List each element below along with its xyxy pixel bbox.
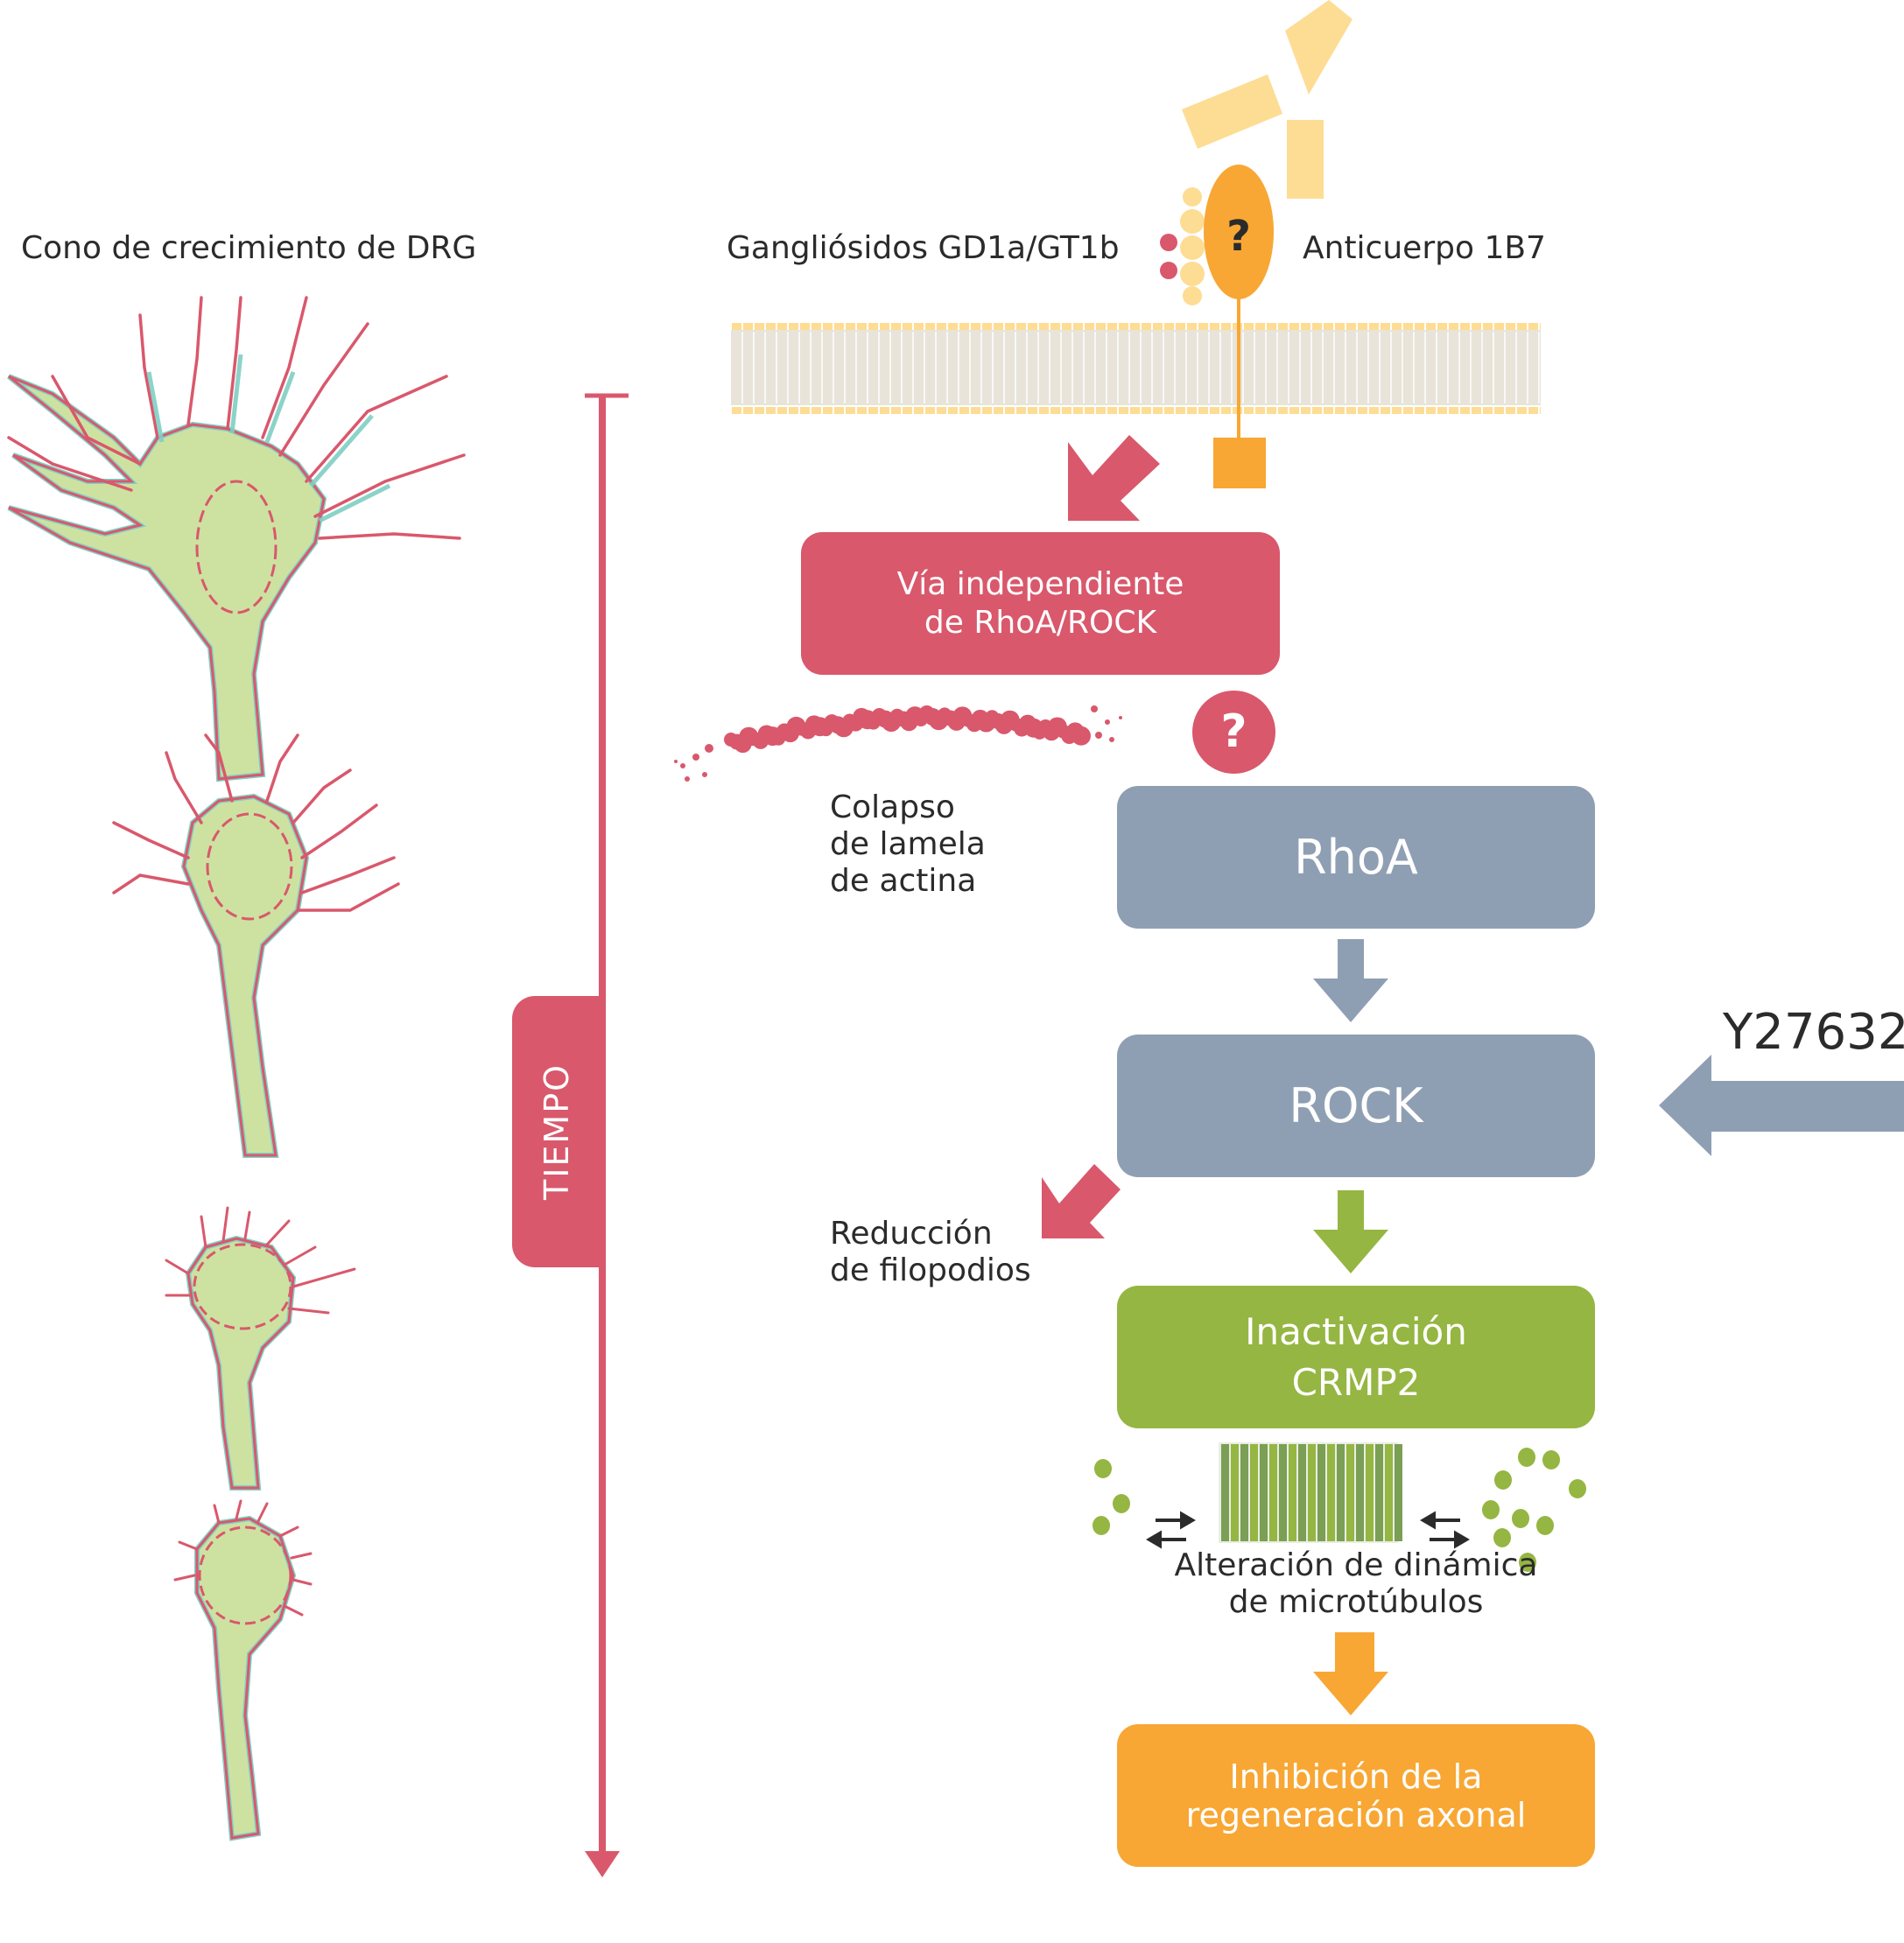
inhibitor-label: Y27632 [1723, 1004, 1904, 1061]
microtubule-protofilament [1240, 1444, 1248, 1541]
growth-cone-stage-3 [165, 1206, 356, 1491]
microtubule-protofilament [1308, 1444, 1316, 1541]
membrane-bilayer [730, 323, 1541, 414]
microtubule-protofilament [1346, 1444, 1354, 1541]
rhoa-to-rock-arrow-icon [1313, 939, 1388, 1022]
pink-arrow-icon [1068, 435, 1160, 521]
timeline-tab [512, 996, 602, 1267]
growth-cone-title: Cono de crecimiento de DRG [21, 230, 477, 266]
microtubule-protofilament [1375, 1444, 1383, 1541]
microtubule-protofilament [1317, 1444, 1325, 1541]
receptor-unknown-symbol: ? [1226, 212, 1251, 261]
microtubule-protofilament [1269, 1444, 1277, 1541]
actin-collapse-line1: Colapso [830, 789, 955, 825]
unknown-step-symbol: ? [1220, 705, 1247, 758]
microtubule-protofilament [1289, 1444, 1296, 1541]
final-line2: regeneración axonal [1185, 1795, 1527, 1834]
crmp2-to-inhibition-arrow-icon [1313, 1632, 1388, 1715]
microtubule-protofilament [1337, 1444, 1345, 1541]
rhoa-box: RhoA [1117, 786, 1595, 929]
tubulin-dots-right [1482, 1448, 1586, 1572]
tubulin-dots-left [1093, 1459, 1130, 1535]
independent-pathway-line2: de RhoA/ROCK [924, 604, 1157, 641]
microtubule-protofilament [1231, 1444, 1239, 1541]
ganglioside-icon [1160, 187, 1205, 305]
antibody-label: Anticuerpo 1B7 [1303, 230, 1546, 266]
microtubule-line1: Alteración de dinámica [1174, 1547, 1538, 1583]
filopodia-line1: Reducción [830, 1216, 993, 1252]
filopodia-arrow-icon [1042, 1164, 1121, 1238]
microtubule-protofilament [1395, 1444, 1402, 1541]
filopodia-reduction-label: Reducción de filopodios [830, 1216, 1031, 1289]
inhibitor-arrow-icon [1659, 1055, 1904, 1156]
rock-label: ROCK [1289, 1078, 1423, 1133]
microtubule-line2: de microtúbulos [1228, 1584, 1484, 1620]
ganglioside-label: Gangliósidos GD1a/GT1b [727, 230, 1120, 266]
microtubule-illustration [1093, 1442, 1586, 1572]
growth-cone-stage-2 [112, 733, 400, 1158]
microtubule-protofilament [1260, 1444, 1268, 1541]
growth-cone-stage-1 [7, 296, 466, 782]
axonal-regeneration-inhibition-box: Inhibición de la regeneración axonal [1117, 1724, 1595, 1867]
unknown-step-icon [1192, 691, 1275, 774]
growth-cone-illustrations [7, 296, 466, 1841]
microtubule-protofilament [1366, 1444, 1374, 1541]
equilibrium-arrows-left [1146, 1511, 1196, 1549]
crmp2-line2: CRMP2 [1291, 1360, 1421, 1404]
crmp2-box: Inactivación CRMP2 [1117, 1286, 1595, 1428]
growth-cone-stage-4 [173, 1499, 313, 1841]
rock-to-crmp2-arrow-icon [1313, 1190, 1388, 1273]
microtubule-protofilament [1327, 1444, 1335, 1541]
microtubule-protofilament [1221, 1444, 1229, 1541]
microtubule-protofilament [1298, 1444, 1306, 1541]
final-line1: Inhibición de la [1229, 1757, 1483, 1796]
antibody-icon [1182, 0, 1352, 199]
microtubule-protofilament [1356, 1444, 1364, 1541]
rock-box: ROCK [1117, 1035, 1595, 1177]
microtubule-protofilament [1279, 1444, 1287, 1541]
actin-collapse-illustration [674, 705, 1122, 782]
independent-pathway-box: Vía independiente de RhoA/ROCK [801, 532, 1280, 675]
receptor-icon [1204, 165, 1274, 488]
actin-collapse-line2: de lamela [830, 826, 986, 862]
equilibrium-arrows-right [1420, 1511, 1470, 1549]
independent-pathway-line1: Vía independiente [896, 565, 1184, 602]
crmp2-line1: Inactivación [1245, 1309, 1467, 1353]
microtubule-protofilament [1250, 1444, 1258, 1541]
timeline-label: TIEMPO [537, 1063, 576, 1201]
microtubule-protofilament [1385, 1444, 1393, 1541]
timeline-arrow [585, 393, 629, 1877]
rhoa-label: RhoA [1294, 830, 1418, 885]
actin-collapse-label: Colapso de lamela de actina [830, 789, 986, 900]
actin-collapse-line3: de actina [830, 863, 977, 899]
microtubule-dynamics-label: Alteración de dinámica de microtúbulos [1117, 1547, 1595, 1621]
filopodia-line2: de filopodios [830, 1252, 1031, 1288]
